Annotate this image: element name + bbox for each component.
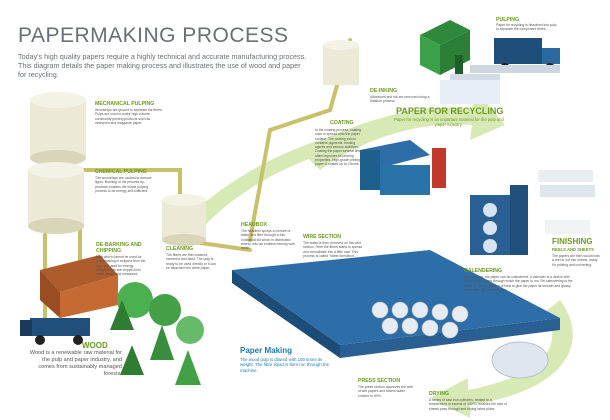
paper-machine xyxy=(232,250,560,379)
forest xyxy=(110,282,204,385)
intro-text: Today's high quality papers require a hi… xyxy=(18,52,307,80)
log-truck xyxy=(20,318,90,345)
text-mechanical-pulping: Woodchips are ground to separate the fib… xyxy=(95,108,163,125)
finishing-reels xyxy=(538,170,595,234)
label-wood: WOOD xyxy=(82,341,108,350)
recycling-arrow-bottom xyxy=(430,300,573,418)
recycled-paper-stack xyxy=(440,65,560,104)
label-debarking: DE-BARKING AND CHIPPING xyxy=(96,242,142,254)
silo-cleaning xyxy=(162,194,206,246)
recycling-arrow xyxy=(300,95,505,170)
label-paper-making: Paper Making xyxy=(240,346,293,355)
silo-coating xyxy=(323,40,359,85)
label-drying: DRYING xyxy=(429,391,449,397)
pulping-house xyxy=(420,20,470,75)
text-finishing: The papers are then wound into a reel or… xyxy=(552,254,600,267)
text-paper-making: The wood pulp is diluted with 100 times … xyxy=(240,357,330,373)
text-debarking: Bark which cannot be used for papermakin… xyxy=(96,255,146,277)
calendering-machine xyxy=(470,185,528,255)
label-headbox: HEADBOX xyxy=(241,222,267,228)
debarking-shed xyxy=(40,255,118,318)
label-reels-and-sheets: REELS AND SHEETS xyxy=(552,247,594,252)
label-coating: COATING xyxy=(330,120,354,126)
text-chemical-pulping: The woodchips are cooked to remove ligni… xyxy=(95,176,152,193)
drying-cylinders xyxy=(371,301,469,339)
text-headbox: The headbox sprays a mixture of water an… xyxy=(241,229,295,251)
label-cleaning: CLEANING xyxy=(166,246,194,252)
text-calendering: After coating, the paper can be calender… xyxy=(464,275,573,292)
text-wood: Wood is a renewable raw material for the… xyxy=(29,350,122,377)
label-calendering: CALENDERING xyxy=(464,268,503,274)
text-pulping: Paper for recycling is dissolved into pu… xyxy=(496,23,557,32)
label-chemical-pulping: CHEMICAL PULPING xyxy=(95,169,147,175)
text-drying: A series of cast iron cylinders, heated … xyxy=(429,398,507,411)
label-mechanical-pulping: MECHANICAL PULPING xyxy=(95,101,155,107)
coating-machine xyxy=(360,140,446,195)
text-de-inking: Adhesives and ink are removed using a fl… xyxy=(370,95,430,104)
label-paper-for-recycling: PAPER FOR RECYCLING xyxy=(396,106,504,116)
text-wire-section: The water is then removed on this wire s… xyxy=(303,241,363,258)
silo-mechanical xyxy=(30,92,86,166)
label-press-section: PRESS SECTION xyxy=(358,378,401,384)
text-press-section: The press section squeezes the web of we… xyxy=(358,385,414,398)
silo-chemical xyxy=(28,162,84,234)
text-paper-for-recycling: Paper for recycling is an important mate… xyxy=(394,117,504,128)
label-wire-section: WIRE SECTION xyxy=(303,234,342,240)
text-coating: In the coating process, coating color is… xyxy=(315,128,363,167)
label-finishing: FINISHING xyxy=(552,237,593,246)
label-de-inking: DE-INKING xyxy=(370,88,398,94)
label-pulping: PULPING xyxy=(496,17,520,23)
page-title: PAPERMAKING PROCESS xyxy=(18,24,289,47)
text-cleaning: The fibres are then washed, screened and… xyxy=(166,253,216,270)
